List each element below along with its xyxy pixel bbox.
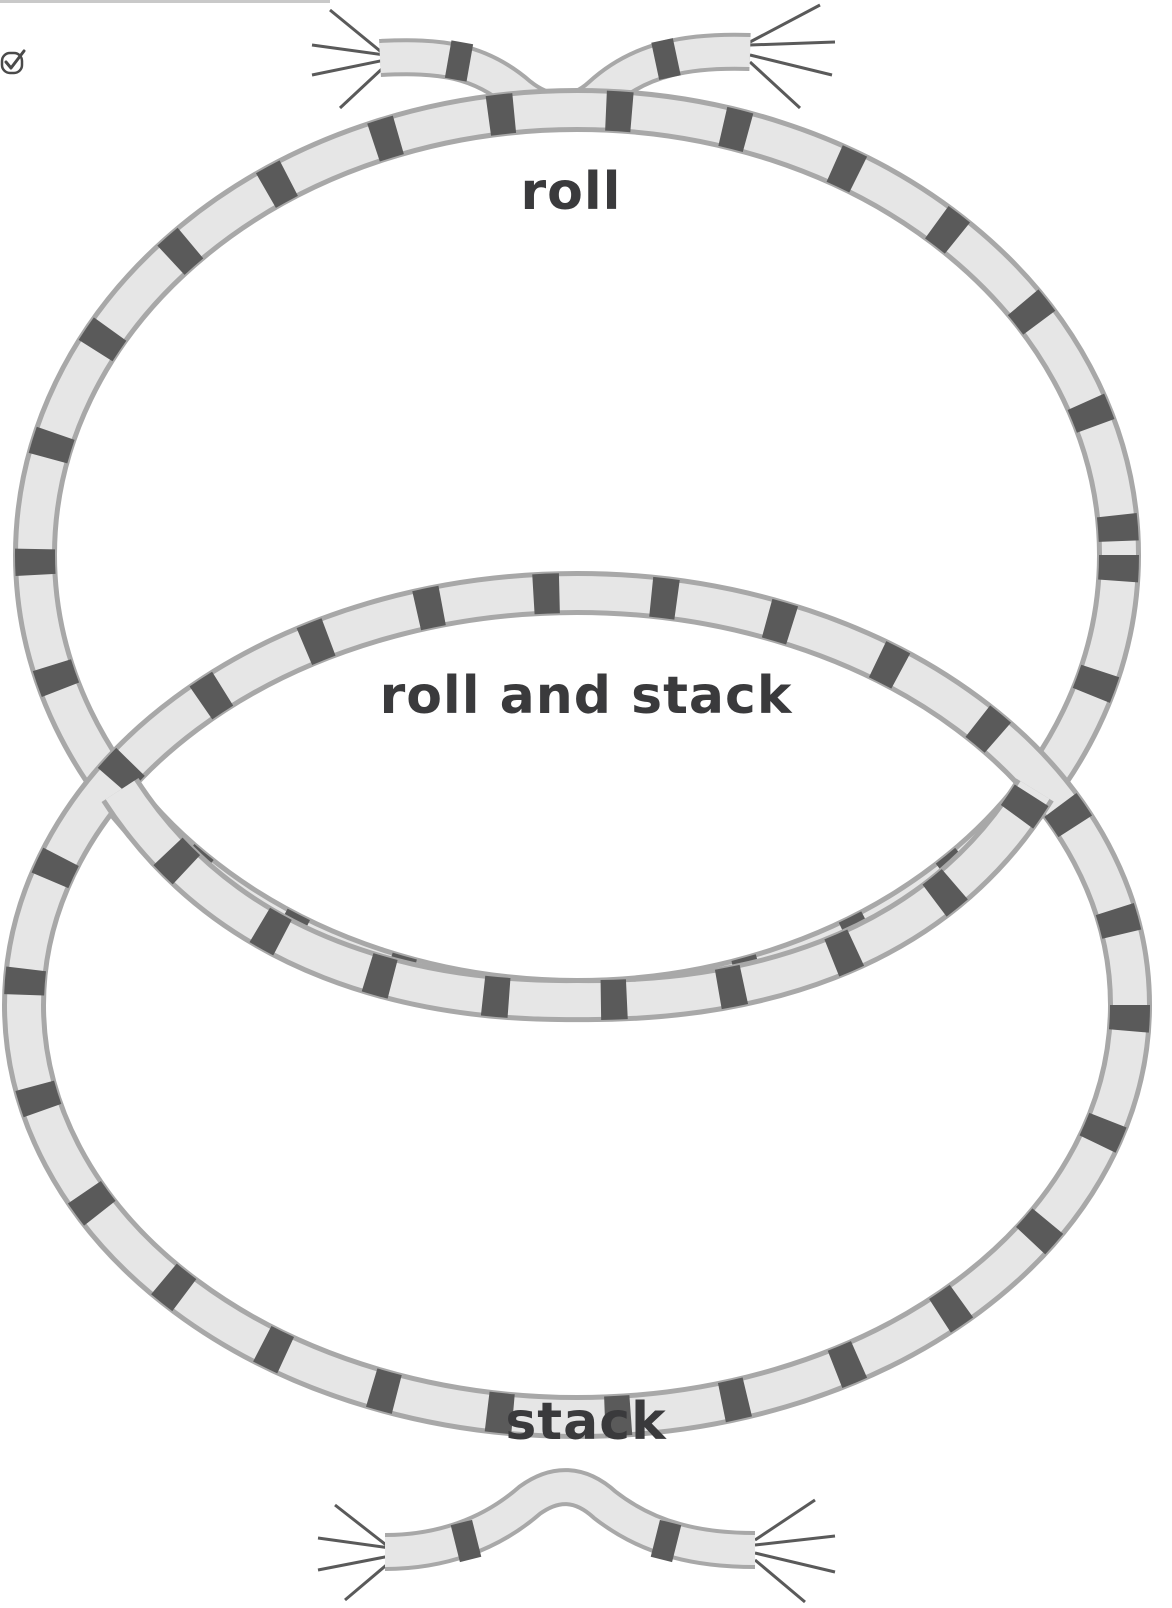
- roll-label: roll: [520, 162, 621, 222]
- overlap-label: roll and stack: [380, 666, 793, 726]
- bottom-tassel-left: [318, 1505, 390, 1600]
- top-tassel-left: [312, 10, 385, 108]
- stack-label: stack: [505, 1392, 666, 1452]
- bottom-knot: [385, 1487, 755, 1562]
- bottom-tassel-right: [755, 1500, 835, 1602]
- top-tassel-right: [750, 5, 835, 108]
